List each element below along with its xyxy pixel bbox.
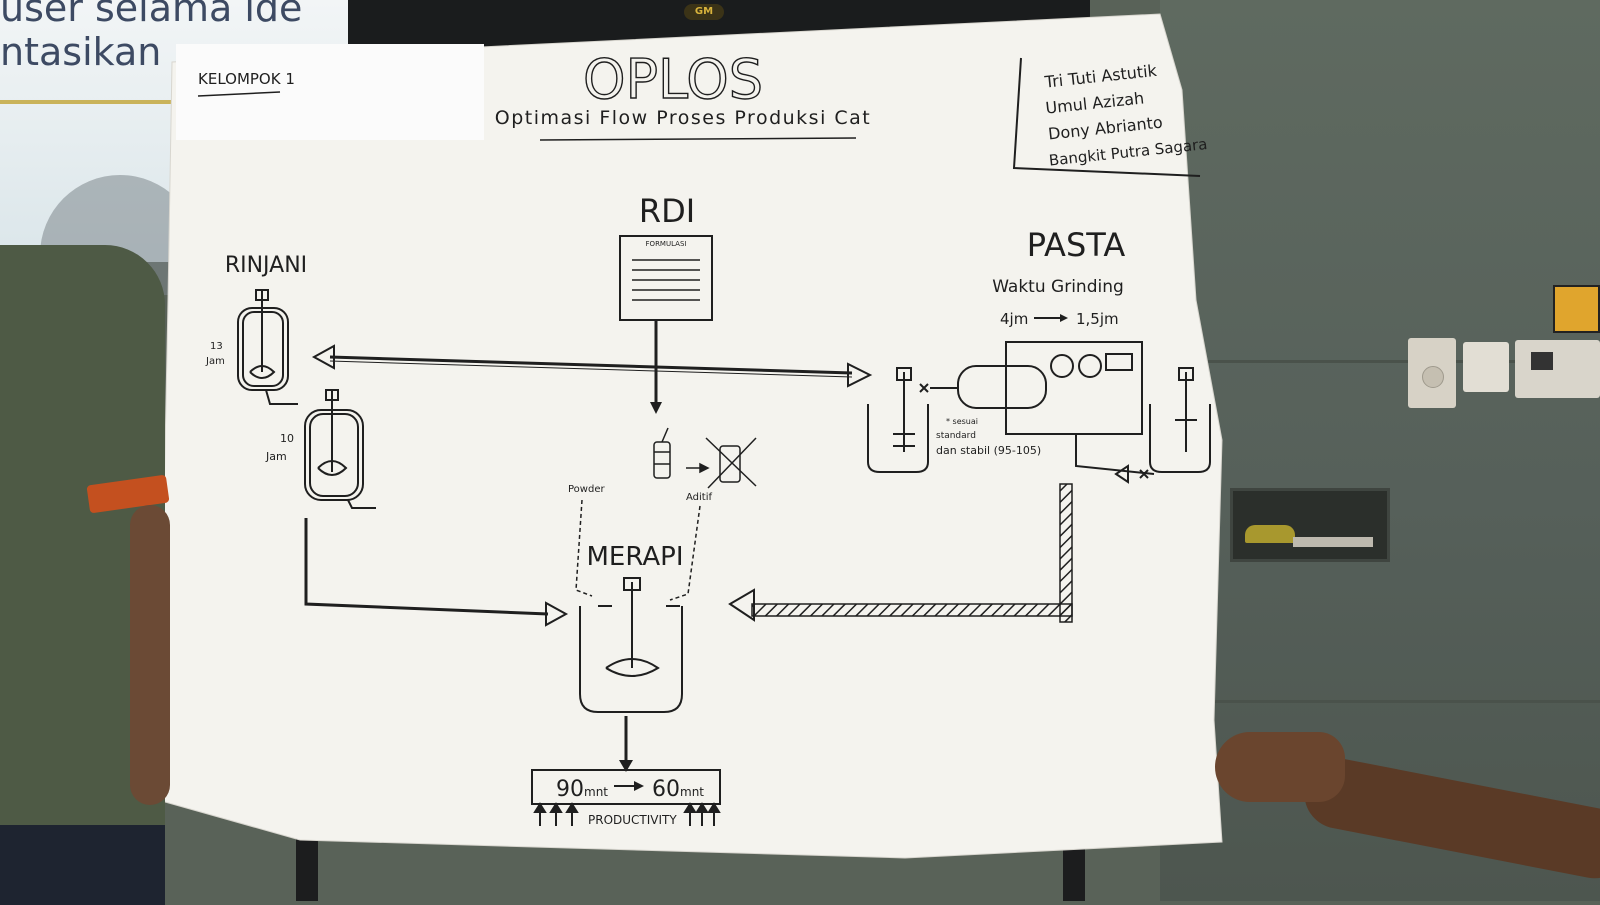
rinjani-time-1: 13 bbox=[210, 341, 223, 352]
rinjani-label: RINJANI bbox=[225, 253, 307, 278]
pasta-note-line3: dan stabil (95-105) bbox=[936, 444, 1041, 457]
productivity-up-arrows-left bbox=[533, 802, 579, 826]
powder-label: Powder bbox=[568, 484, 605, 495]
rinjani-time-2-unit: Jam bbox=[265, 450, 287, 463]
group-label-card bbox=[176, 44, 484, 140]
pasta-equipment bbox=[867, 341, 1211, 484]
presenter-left bbox=[0, 245, 170, 905]
additive-can-icon bbox=[653, 427, 757, 489]
formulation-doc-title: FORMULASI bbox=[646, 240, 687, 248]
rdi-label: RDI bbox=[639, 192, 695, 230]
easel-brand-logo: GM bbox=[684, 4, 724, 20]
aditif-label: Aditif bbox=[686, 492, 712, 503]
presenter-trousers bbox=[0, 825, 165, 905]
wall-switch bbox=[1463, 342, 1509, 392]
merapi-label: MERAPI bbox=[586, 542, 683, 572]
wall-dimmer bbox=[1408, 338, 1456, 408]
merapi-mixer-tank bbox=[579, 577, 683, 713]
cycle-time-from-unit: mnt bbox=[584, 785, 608, 799]
formulation-doc bbox=[619, 235, 713, 321]
pasta-note-line1: * sesuai bbox=[946, 417, 978, 426]
rinjani-tank-2 bbox=[304, 389, 376, 509]
rinjani-time-2: 10 bbox=[280, 432, 294, 445]
presenter-arm bbox=[130, 505, 170, 805]
cycle-time-box bbox=[531, 769, 721, 805]
grinding-from: 4jm bbox=[1000, 310, 1028, 328]
right-hand bbox=[1215, 732, 1345, 802]
wall-thermostat bbox=[1515, 340, 1600, 398]
poster-title: OPLOS bbox=[583, 48, 763, 111]
grinding-label: Waktu Grinding bbox=[992, 277, 1124, 297]
dimmer-knob bbox=[1422, 366, 1444, 388]
cycle-time-to-unit: mnt bbox=[680, 785, 704, 799]
wall-seam bbox=[1160, 360, 1600, 363]
rinjani-tank-1 bbox=[237, 289, 298, 405]
presenter-right-arm bbox=[1215, 722, 1600, 885]
poster-subtitle: Optimasi Flow Proses Produksi Cat bbox=[495, 107, 872, 129]
pasta-label: PASTA bbox=[1027, 226, 1126, 264]
cycle-time-to: 60 bbox=[652, 777, 680, 802]
pasta-note-line2: standard bbox=[936, 431, 976, 441]
grinding-to: 1,5jm bbox=[1076, 310, 1119, 328]
wall-seam-lower bbox=[1160, 700, 1600, 703]
screen-text-line2: ntasikan bbox=[0, 30, 162, 74]
easel-leg-left bbox=[296, 830, 318, 901]
rinjani-time-1-unit: Jam bbox=[205, 356, 225, 367]
screen-text-line1: user selama ide bbox=[0, 0, 303, 30]
cycle-time-from: 90 bbox=[556, 777, 584, 802]
niche-paper bbox=[1293, 537, 1373, 547]
thermostat-screen bbox=[1531, 352, 1553, 370]
productivity-label: PRODUCTIVITY bbox=[588, 813, 677, 827]
wall-niche bbox=[1230, 488, 1390, 562]
productivity-up-arrows-right bbox=[683, 802, 721, 826]
screen-accent-line bbox=[0, 100, 180, 104]
niche-object bbox=[1245, 525, 1295, 543]
wall-warning-sign bbox=[1553, 285, 1600, 333]
group-label: KELOMPOK 1 bbox=[198, 70, 295, 88]
